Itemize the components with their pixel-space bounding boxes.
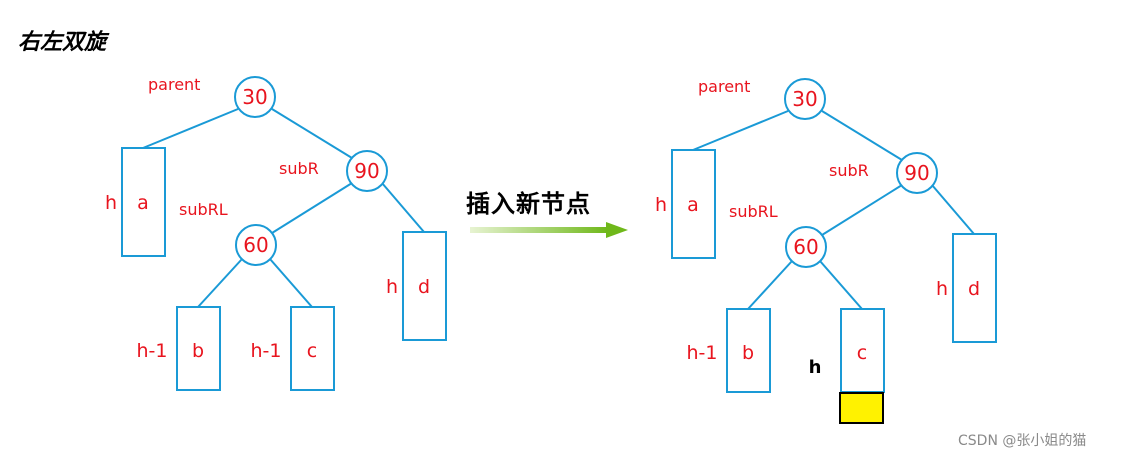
label-parent: parent (698, 77, 750, 96)
diagram-title: 右左双旋 (18, 29, 107, 55)
before-tree: 30 90 60 parent subR subRL a h b h-1 c h… (105, 75, 447, 391)
subtree-b-height: h-1 (137, 340, 168, 362)
subtree-c-name: c (307, 340, 317, 362)
subtree-c-height: h (809, 357, 822, 378)
subtree-a (121, 147, 166, 257)
edge-root-subR (271, 108, 353, 159)
node-90-label: 90 (354, 159, 379, 183)
subtree-b (726, 308, 771, 393)
subtree-a-name: a (687, 194, 699, 216)
inserted-node (839, 392, 884, 424)
label-subRL: subRL (729, 202, 778, 221)
edge-subR-subRL (821, 184, 903, 236)
label-subR: subR (829, 161, 869, 180)
subtree-a (671, 149, 716, 259)
edge-subR-subRL (271, 182, 353, 234)
subtree-d-name: d (418, 276, 430, 298)
edge-subR-d (931, 184, 975, 235)
subtree-c-height: h-1 (251, 340, 282, 362)
subtree-b-name: b (192, 340, 204, 362)
subtree-b-name: b (742, 342, 754, 364)
edge-root-subR (821, 110, 903, 161)
subtree-d-name: d (968, 278, 980, 300)
node-90 (896, 152, 938, 194)
label-subR: subR (279, 159, 319, 178)
node-60 (785, 226, 827, 268)
edge-root-a (142, 108, 239, 149)
subtree-b-height: h-1 (687, 342, 718, 364)
label-parent: parent (148, 75, 200, 94)
subtree-b (176, 306, 221, 391)
arrow-head (606, 222, 628, 238)
arrow-label: 插入新节点 (466, 189, 591, 218)
node-60 (235, 224, 277, 266)
subtree-d-height: h (936, 278, 948, 300)
edge-subR-d (381, 182, 425, 233)
node-60-label: 60 (793, 235, 818, 259)
subtree-d (952, 233, 997, 343)
edge-root-a (692, 110, 789, 151)
node-30-label: 30 (242, 85, 267, 109)
node-90-label: 90 (904, 161, 929, 185)
node-90 (346, 150, 388, 192)
watermark: CSDN @张小姐的猫 (958, 433, 1087, 449)
node-30-label: 30 (792, 87, 817, 111)
label-subRL: subRL (179, 200, 228, 219)
arrow-shaft (470, 227, 608, 233)
subtree-a-name: a (137, 192, 149, 214)
after-tree: 30 90 60 parent subR subRL a h b h-1 c h… (655, 77, 997, 424)
node-30 (234, 76, 276, 118)
subtree-c (840, 308, 885, 393)
edge-subRL-b (747, 260, 793, 310)
subtree-d-height: h (386, 276, 398, 298)
subtree-a-height: h (655, 194, 667, 216)
subtree-c-name: c (857, 342, 867, 364)
subtree-a-height: h (105, 192, 117, 214)
subtree-d (402, 231, 447, 341)
subtree-c (290, 306, 335, 391)
node-60-label: 60 (243, 233, 268, 257)
edge-subRL-c (819, 260, 863, 310)
node-30 (784, 78, 826, 120)
transition-arrow (470, 222, 628, 238)
edge-subRL-c (269, 258, 313, 308)
edge-subRL-b (197, 258, 243, 308)
